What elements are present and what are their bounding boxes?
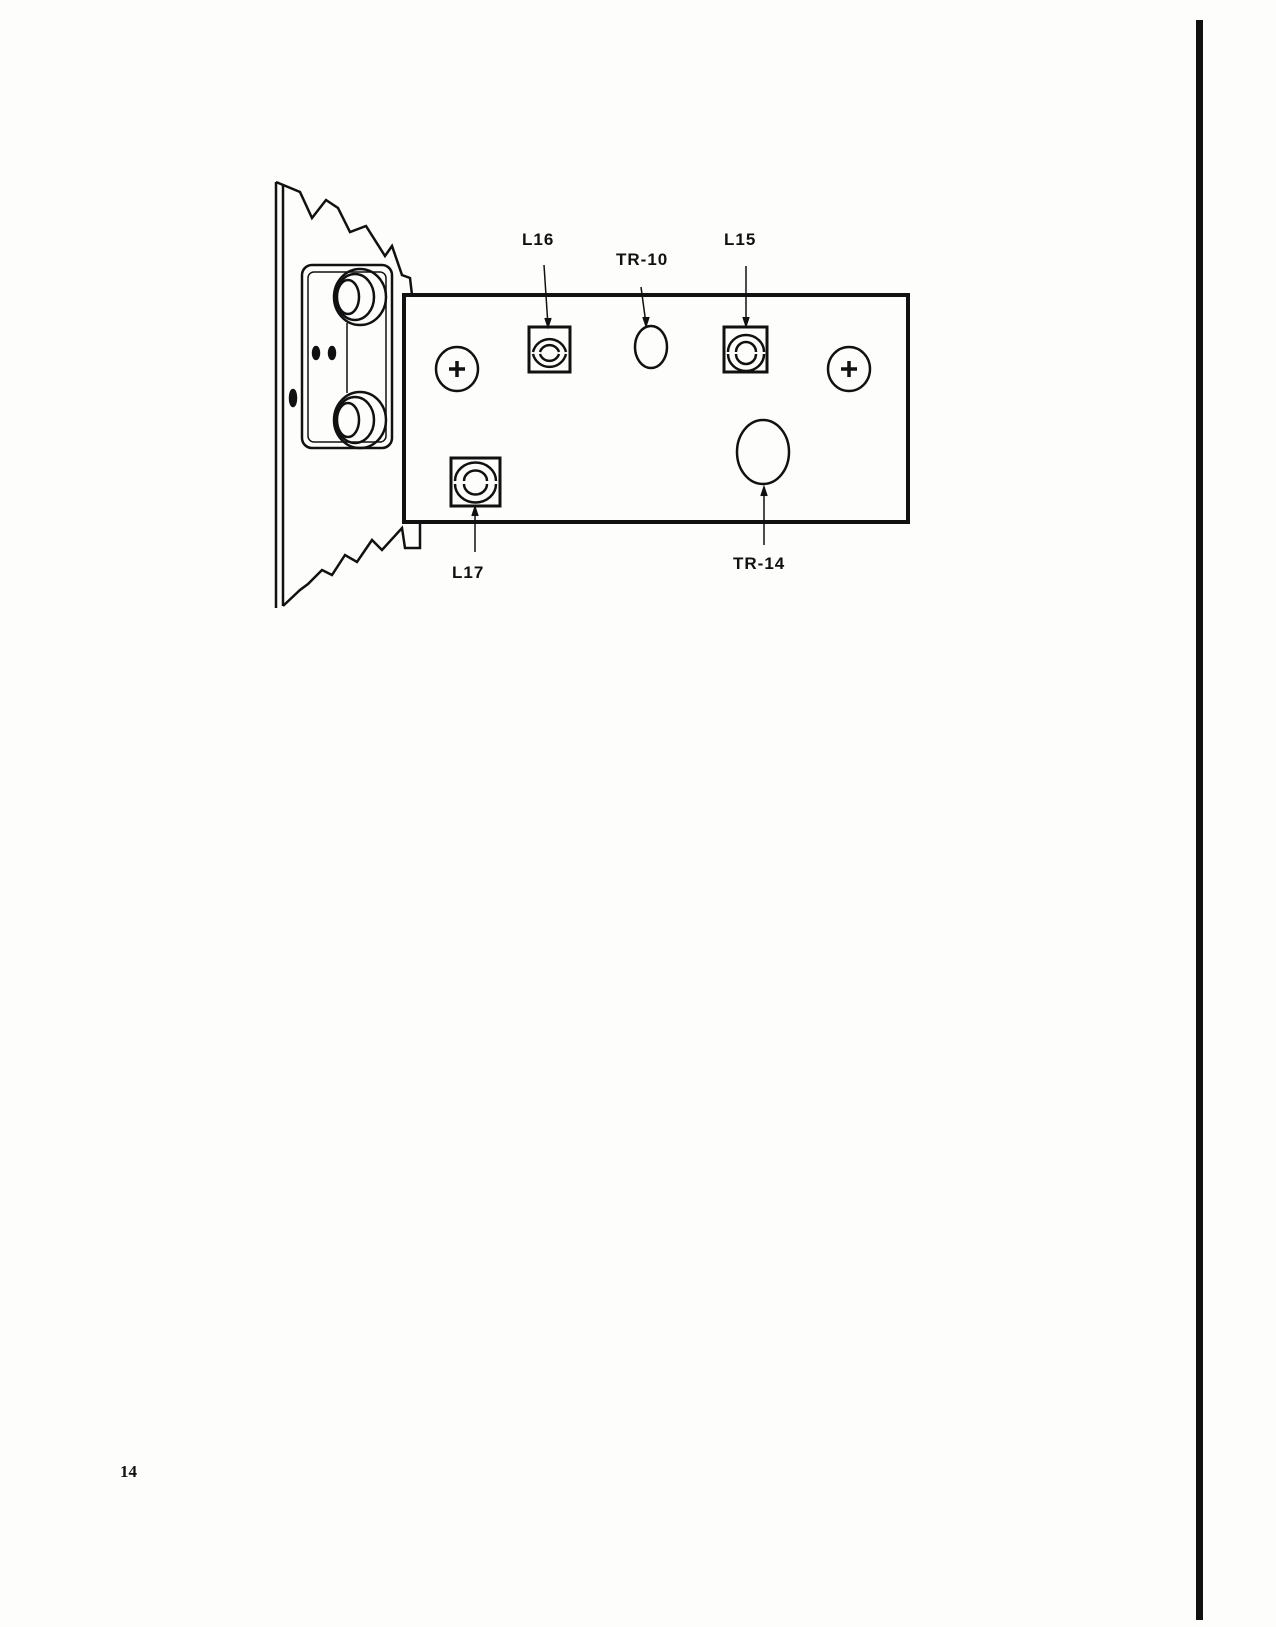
screw-left-icon: [434, 345, 480, 393]
coil-l16: [527, 325, 572, 374]
label-tr14: TR-14: [733, 554, 785, 573]
trimmer-tr10: [633, 324, 669, 370]
connector-bracket: [288, 263, 394, 450]
coil-l15: [722, 325, 769, 374]
label-tr10: TR-10: [616, 250, 668, 269]
leader-lines: [471, 264, 768, 552]
chassis-plate: [274, 180, 422, 608]
label-l16: L16: [522, 230, 554, 249]
label-l15: L15: [724, 230, 756, 249]
label-l17: L17: [452, 563, 484, 582]
screw-right-icon: [826, 345, 872, 393]
scan-edge-border: [1196, 20, 1203, 1620]
coil-l17: [449, 456, 502, 508]
circuit-board: [402, 293, 910, 524]
trimmer-tr14: [735, 418, 791, 486]
page-number: 14: [120, 1462, 137, 1481]
